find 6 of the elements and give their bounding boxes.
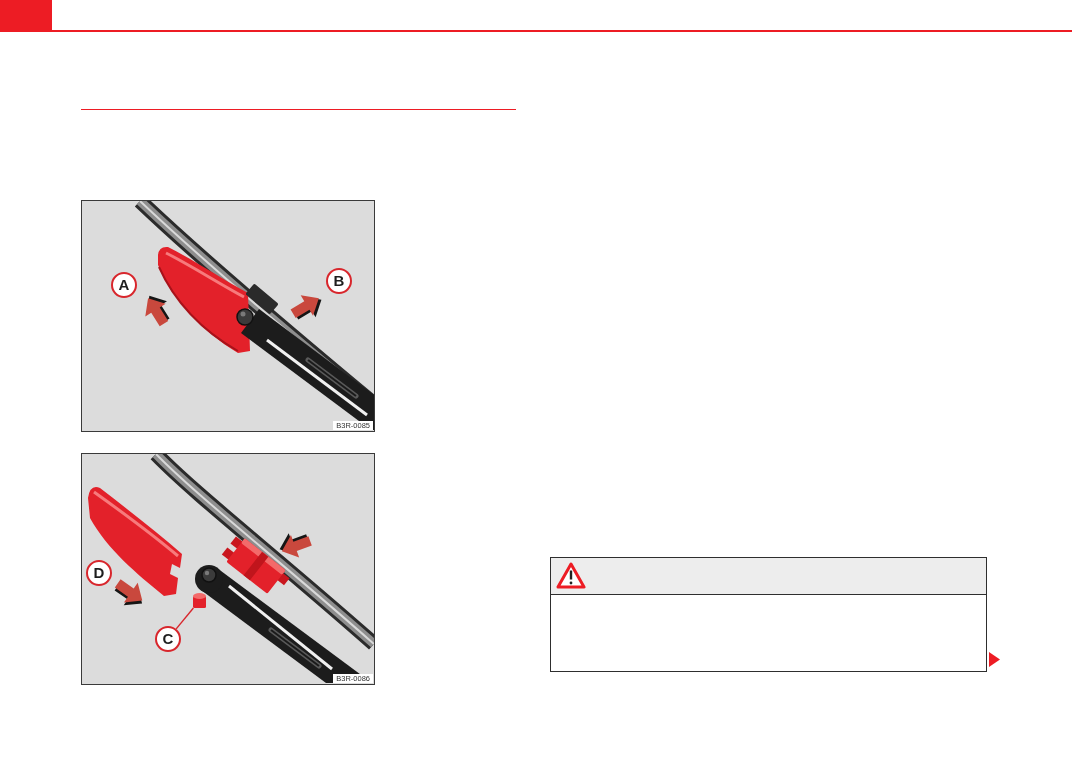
pivot-pin <box>193 593 206 608</box>
callout-letter: C <box>155 626 181 652</box>
callout-letter: D <box>86 560 112 586</box>
callout-letter: B <box>326 268 352 294</box>
leader-line <box>175 607 195 630</box>
callout-letter: A <box>111 272 137 298</box>
